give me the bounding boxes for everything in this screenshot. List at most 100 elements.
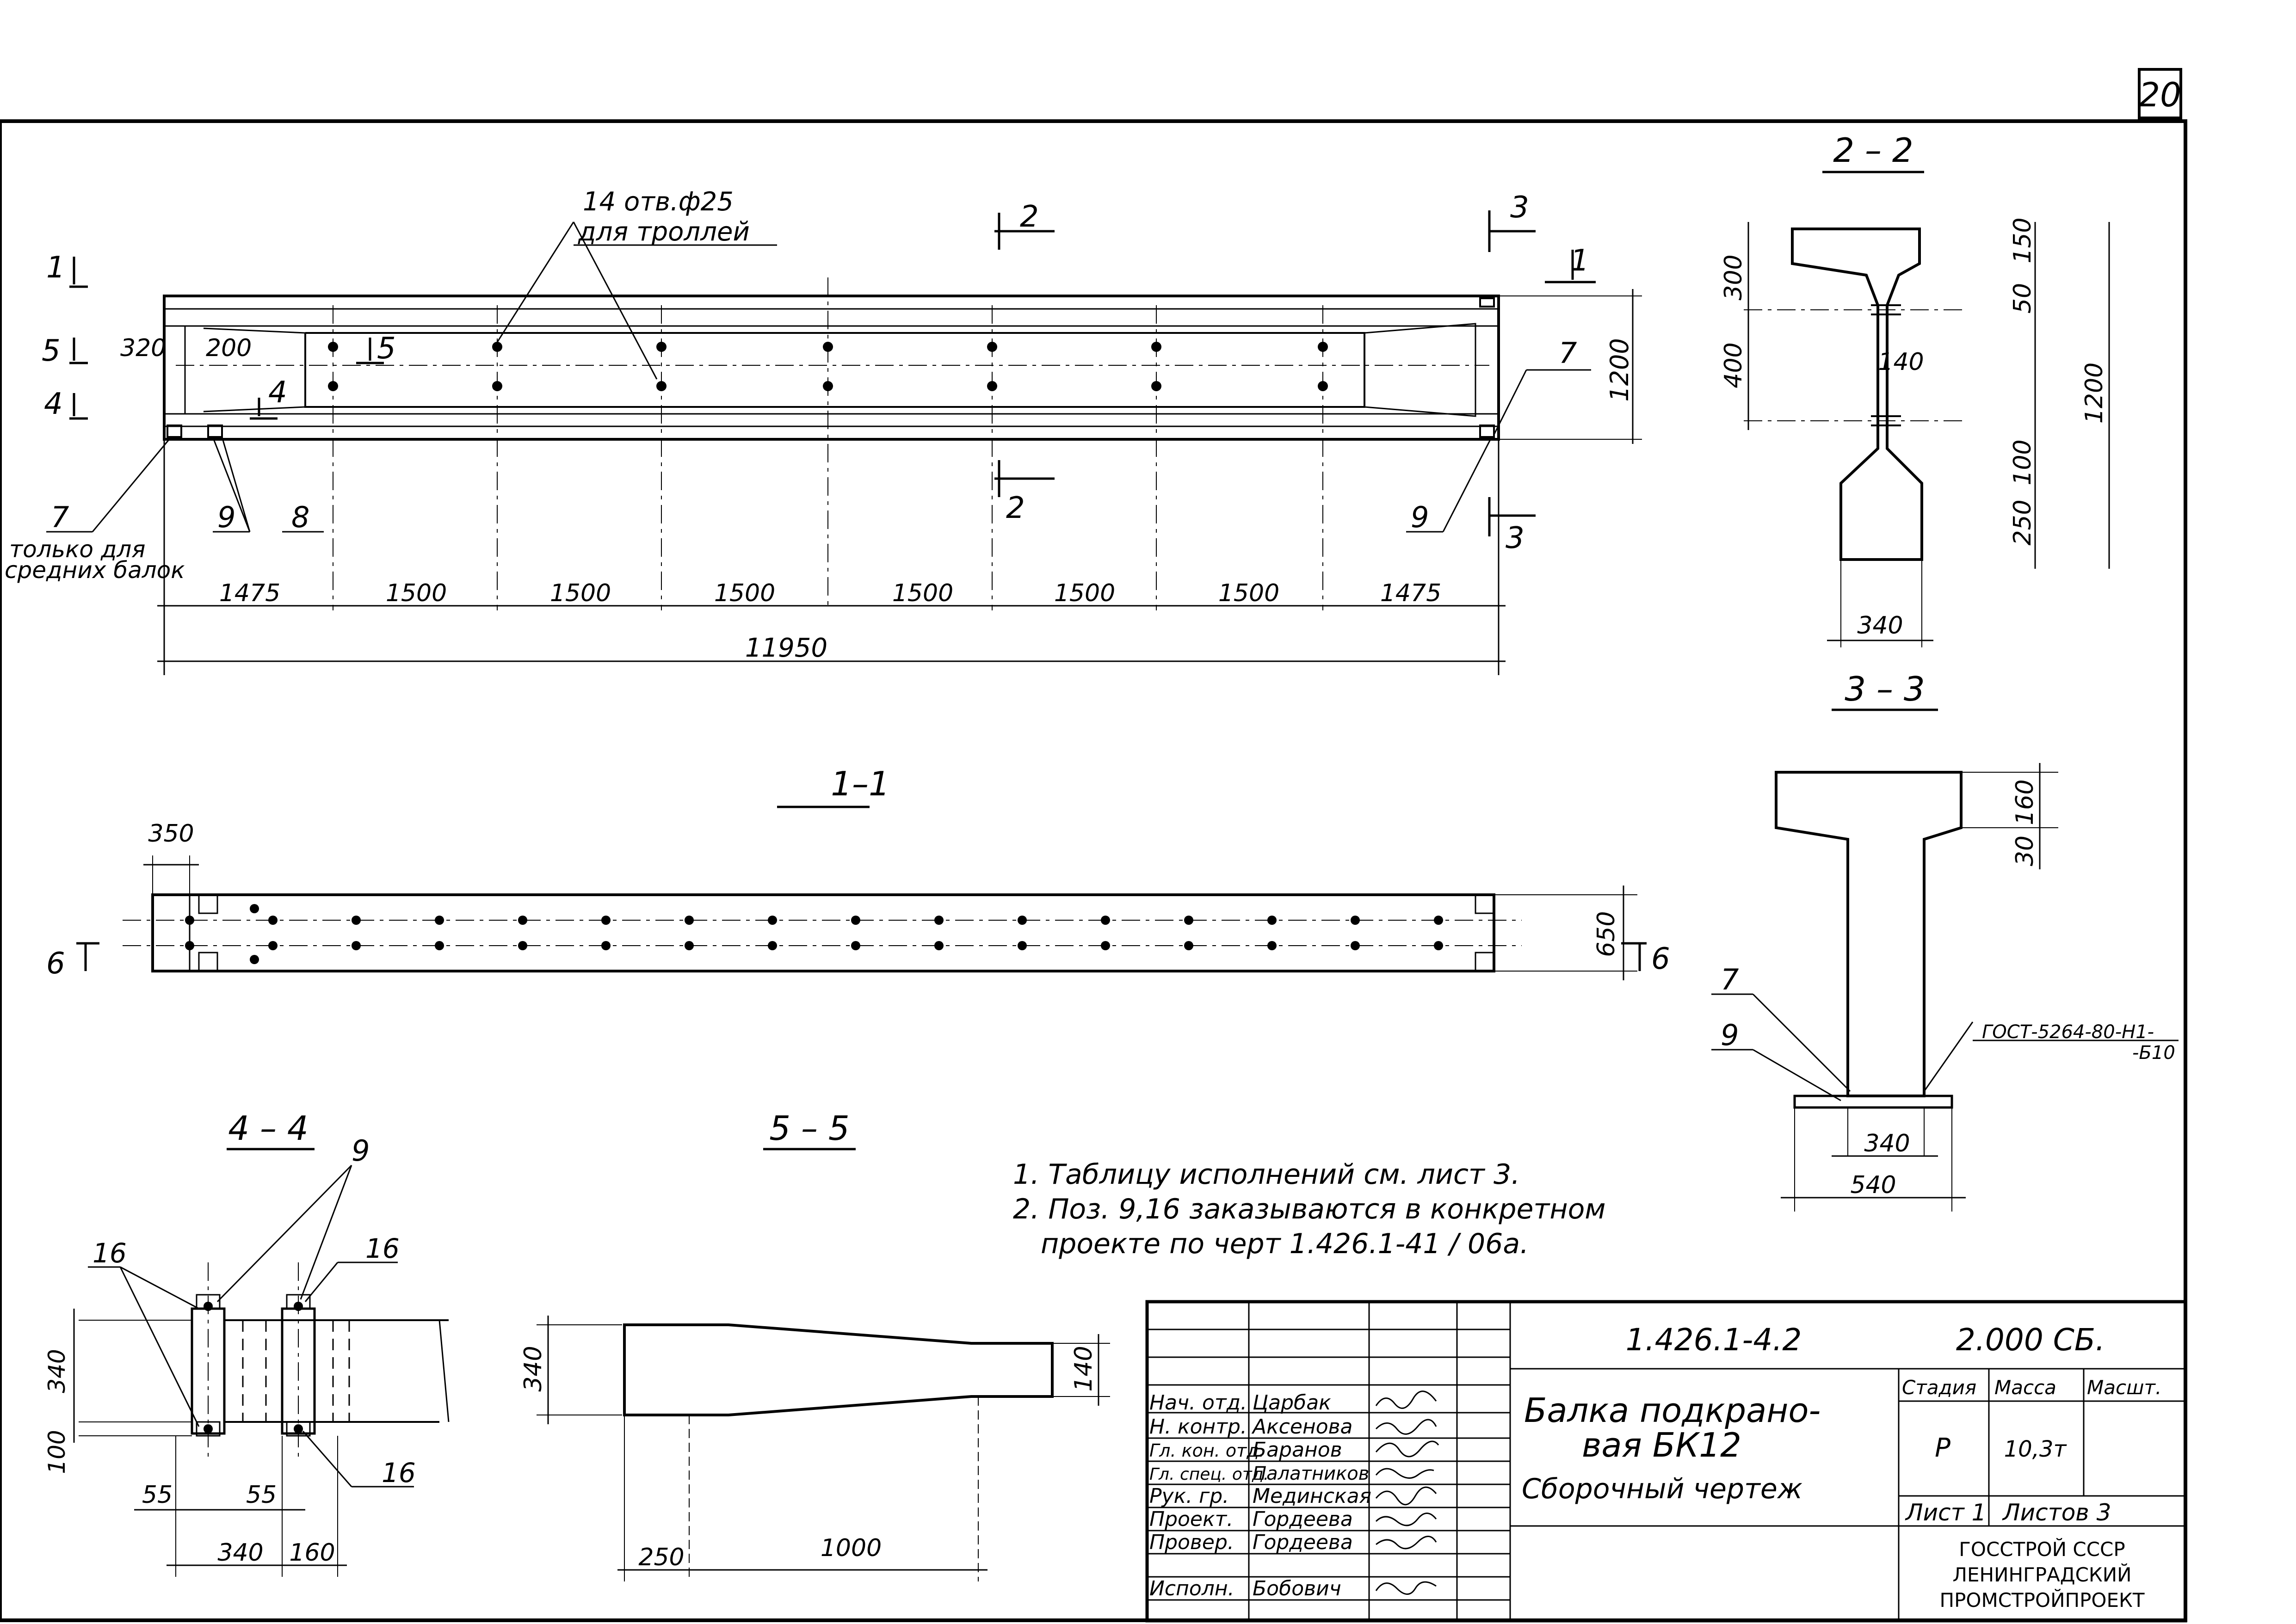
mark-5-left: 5: [42, 334, 61, 368]
role-7: Провер.: [1149, 1531, 1234, 1554]
dim-bottom-1: 1475: [219, 579, 280, 607]
dim-bottom-4: 1500: [714, 579, 775, 607]
note-3: проекте по черт 1.426.1-41 / 06а.: [1041, 1228, 1529, 1260]
section-3-3-view: 3 – 3 160 30 7 9 ГОСТ-5264-80-Н1- -Б10 3…: [1711, 670, 2179, 1212]
dim-150: 150: [2009, 217, 2037, 263]
mark-4-inner: 4: [268, 375, 287, 410]
doc-code: 1.426.1-4.2: [1626, 1322, 1802, 1358]
dim-140-section-5: 140: [1070, 1346, 1098, 1391]
callout-7-section-3: 7: [1721, 963, 1739, 997]
elevation-view: 14 отв.ф25 для троллей 1475 1500 1500 15…: [5, 187, 1642, 675]
dim-55-left: 55: [142, 1481, 173, 1509]
role-1: Нач. отд.: [1149, 1391, 1247, 1415]
note-middle-line2: средних балок: [5, 557, 185, 584]
callout-9-section-4: 9: [352, 1134, 370, 1168]
dim-340-bottom-section-4: 340: [217, 1539, 263, 1567]
mark-1-left: 1: [46, 251, 65, 285]
mark-3-bottom: 3: [1506, 521, 1524, 555]
dim-200: 200: [206, 334, 252, 362]
section-2-2-view: 2 – 2 300 400 150 50 100 250 1200 140 34…: [1720, 131, 2110, 647]
person-8: Бобович: [1253, 1577, 1341, 1600]
mark-6-left: 6: [46, 947, 65, 981]
weld-note-line2: -Б10: [2132, 1042, 2175, 1064]
callout-7-left: 7: [51, 500, 69, 534]
role-8: Исполн.: [1149, 1577, 1234, 1600]
org-line1: ГОССТРОЙ СССР: [1959, 1538, 2125, 1561]
dim-bottom-8: 1475: [1380, 579, 1441, 607]
dim-140: 140: [1878, 348, 1924, 376]
dim-400: 400: [1720, 342, 1747, 388]
section-5-5-profile: [623, 1323, 1054, 1416]
section-4-4-title: 4 – 4: [228, 1109, 308, 1148]
dim-100-section-4: 100: [43, 1430, 70, 1474]
general-notes: 1. Таблицу исполнений см. лист 3. 2. Поз…: [1013, 1158, 1606, 1260]
role-4: Гл. спец. отд.: [1149, 1465, 1269, 1484]
dim-30: 30: [2011, 836, 2039, 866]
sheet-number: 20: [2139, 75, 2181, 114]
dim-55-right: 55: [246, 1481, 277, 1509]
dim-250: 250: [638, 1544, 684, 1571]
callout-9-left: 9: [217, 500, 235, 534]
dim-total: 11950: [745, 633, 827, 663]
person-4: Палатников: [1253, 1463, 1369, 1484]
sheets-label: Листов 3: [2002, 1499, 2111, 1526]
dim-300: 300: [1720, 254, 1747, 300]
mark-2-top: 2: [1020, 200, 1039, 234]
dim-bottom-7: 1500: [1218, 579, 1279, 607]
person-5: Мединская: [1253, 1484, 1371, 1508]
dim-bottom-2: 1500: [386, 579, 447, 607]
person-7: Гордеева: [1253, 1531, 1353, 1554]
dim-50: 50: [2009, 283, 2037, 314]
section-2-2-profile: [1791, 228, 1923, 561]
section-3-3-title: 3 – 3: [1845, 670, 1925, 708]
dim-340-section-5: 340: [519, 1346, 547, 1391]
mass-label: Масса: [1994, 1376, 2056, 1399]
note-2: 2. Поз. 9,16 заказываются в конкретном: [1013, 1193, 1606, 1225]
note-middle-line1: только для: [9, 536, 145, 563]
sheet-label: Лист 1: [1905, 1499, 1986, 1526]
callout-8: 8: [291, 500, 309, 534]
holes-note-line2: для троллей: [578, 217, 750, 247]
mass-value: 10,3т: [2004, 1436, 2068, 1462]
role-3: Гл. кон. отд.: [1149, 1440, 1265, 1461]
dim-bottom-3: 1500: [550, 579, 611, 607]
callout-9-right: 9: [1411, 500, 1429, 534]
dim-1200-section: 1200: [2080, 363, 2108, 424]
person-6: Гордеева: [1253, 1507, 1353, 1531]
section-5-5-view: 5 – 5 340 140 250 1000: [519, 1109, 1110, 1581]
dim-650: 650: [1592, 911, 1620, 957]
section-4-4-view: 4 – 4 9 16 16 16: [43, 1109, 450, 1577]
dim-320: 320: [120, 334, 166, 362]
name-line3: Сборочный чертеж: [1522, 1473, 1802, 1505]
stage-label: Стадия: [1902, 1376, 1976, 1399]
role-5: Рук. гр.: [1149, 1484, 1229, 1508]
section-1-1-title: 1–1: [831, 764, 890, 803]
callout-16-bottom: 16: [382, 1457, 416, 1489]
dim-1000: 1000: [821, 1534, 882, 1562]
stage-value: Р: [1935, 1433, 1950, 1463]
mark-4-left: 4: [44, 387, 63, 421]
section-3-3-profile: [1775, 771, 1963, 1097]
org-line3: ПРОМСТРОЙПРОЕКТ: [1940, 1588, 2145, 1612]
mark-3-top: 3: [1510, 191, 1529, 225]
dim-bottom-6: 1500: [1054, 579, 1115, 607]
person-2: Аксенова: [1251, 1415, 1353, 1439]
dim-100: 100: [2009, 439, 2037, 485]
section-2-2-title: 2 – 2: [1833, 131, 1913, 170]
mark-2-bottom: 2: [1006, 491, 1025, 525]
section-5-5-title: 5 – 5: [769, 1109, 849, 1148]
role-6: Проект.: [1149, 1507, 1233, 1531]
dim-160-bottom-section-4: 160: [289, 1539, 335, 1567]
note-1: 1. Таблицу исполнений см. лист 3.: [1013, 1158, 1520, 1191]
callout-9-section-3: 9: [1721, 1018, 1739, 1052]
title-block: Нач. отд. Н. контр. Гл. кон. отд. Гл. сп…: [1145, 1300, 2187, 1623]
person-1: Царбак: [1253, 1391, 1331, 1415]
callout-7-right: 7: [1559, 336, 1577, 370]
person-3: Баранов: [1253, 1438, 1342, 1462]
name-line2: вая БК12: [1582, 1426, 1741, 1464]
name-line1: Балка подкрано-: [1524, 1391, 1821, 1430]
beam-outline: [163, 295, 1500, 441]
dim-540: 540: [1850, 1171, 1896, 1199]
mark-5-inner: 5: [377, 332, 396, 366]
